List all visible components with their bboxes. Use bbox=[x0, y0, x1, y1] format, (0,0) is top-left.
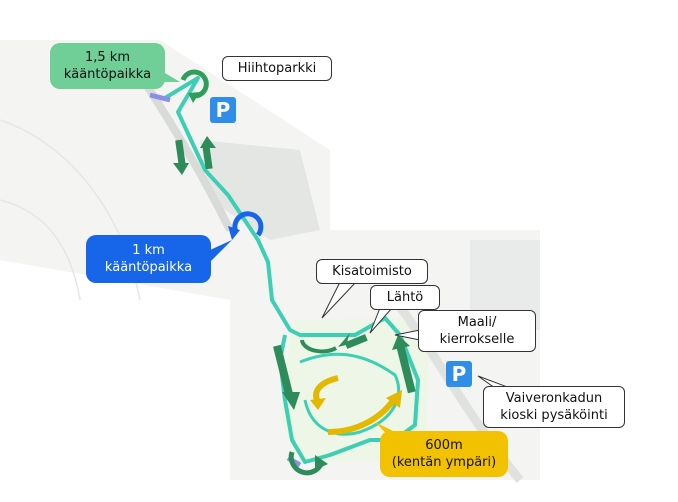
kisatoimisto-label: Kisatoimisto bbox=[316, 259, 428, 284]
loop-600m-label: 600m (kentän ympäri) bbox=[380, 431, 508, 477]
direction-arrow-icon bbox=[200, 136, 216, 170]
turnaround-1-5km-label: 1,5 km kääntöpaikka bbox=[50, 43, 165, 89]
ski-route-line bbox=[163, 76, 420, 464]
kiosk-parking-label: Vaiveronkadun kioski pysäköinti bbox=[483, 386, 625, 428]
maali-label: Maali/ kierrokselle bbox=[418, 310, 536, 352]
u-turn-icon bbox=[300, 339, 338, 354]
u-turn-icon bbox=[288, 451, 328, 476]
u-turn-icon bbox=[228, 211, 264, 240]
callout-pointer bbox=[369, 307, 393, 334]
loop-arrow-icon bbox=[327, 390, 402, 435]
contour-line bbox=[0, 199, 81, 301]
hiihtoparkki-label: Hiihtoparkki bbox=[222, 56, 332, 81]
callout-pointer bbox=[477, 375, 511, 389]
residential-area bbox=[470, 240, 540, 330]
route-end-marker bbox=[149, 92, 171, 103]
direction-arrow-icon bbox=[173, 139, 189, 175]
callout-pointer bbox=[210, 240, 232, 262]
turnaround-1km-label: 1 km kääntöpaikka bbox=[86, 235, 211, 283]
u-turn-icon bbox=[180, 69, 209, 103]
parking-icon: P bbox=[446, 361, 472, 387]
building-area bbox=[200, 140, 320, 240]
parking-icon: P bbox=[210, 97, 236, 123]
callout-pointer bbox=[394, 329, 421, 341]
direction-arrow-icon bbox=[273, 344, 300, 410]
direction-arrow-icon bbox=[392, 335, 416, 394]
direction-arrow-icon bbox=[338, 333, 368, 349]
callout-pointer bbox=[160, 70, 180, 82]
callout-pointer bbox=[321, 281, 357, 319]
lahto-label: Lähtö bbox=[370, 285, 440, 310]
loop-arrow-icon bbox=[310, 375, 339, 410]
